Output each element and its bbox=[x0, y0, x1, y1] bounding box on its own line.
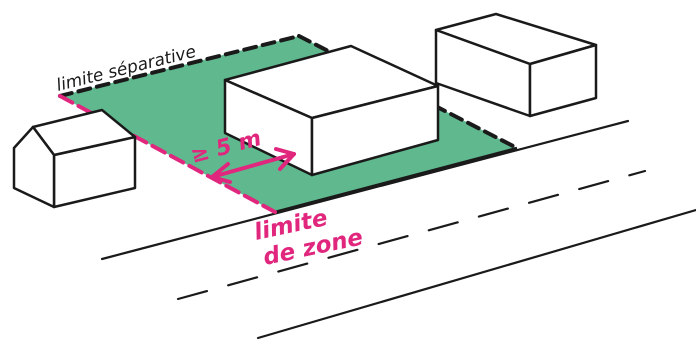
road-center-dashed-line bbox=[176, 169, 647, 301]
distance-arrow bbox=[210, 147, 296, 184]
right-building-side bbox=[528, 43, 598, 118]
road-edge-near bbox=[100, 119, 630, 261]
left-house bbox=[12, 108, 137, 209]
parcel-front-edge bbox=[274, 146, 518, 214]
arrowhead-left bbox=[210, 162, 232, 184]
central-building-side bbox=[310, 84, 440, 177]
right-building bbox=[434, 12, 598, 118]
arrowhead-right bbox=[274, 147, 296, 171]
road-edge-far bbox=[256, 208, 696, 340]
left-house-gable bbox=[12, 125, 56, 209]
road bbox=[100, 119, 696, 340]
